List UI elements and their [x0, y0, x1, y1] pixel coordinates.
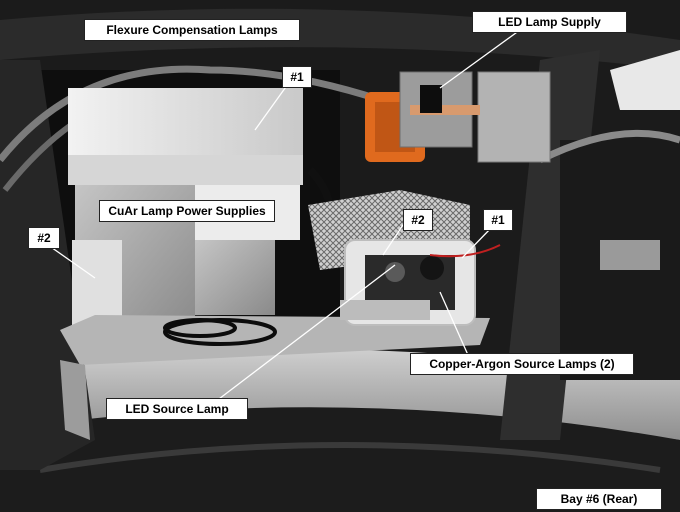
led-supply-unit [420, 85, 442, 113]
label-cuar-lamp-power-supplies: CuAr Lamp Power Supplies [99, 200, 275, 222]
label-cuar-1: #1 [483, 209, 513, 231]
label-copper-argon-source-lamps: Copper-Argon Source Lamps (2) [410, 353, 634, 375]
supply-lower-white [72, 240, 122, 330]
conduit-right [538, 129, 680, 164]
supply-top-white [68, 88, 303, 158]
leader-led-source [214, 264, 396, 403]
red-wire [429, 244, 501, 258]
leader-flexure-1 [254, 83, 289, 131]
lamp-1 [420, 256, 444, 280]
foam-top-right [610, 50, 680, 110]
label-flexure-1: #1 [282, 66, 312, 88]
coiled-cable-inner [163, 318, 237, 338]
leader-lines [47, 29, 521, 403]
supply-band [68, 155, 303, 185]
lamp-mount [340, 300, 430, 320]
label-led-source-lamp: LED Source Lamp [106, 398, 248, 420]
leader-flexure-2 [47, 244, 96, 279]
ring-highlight [39, 442, 661, 473]
leader-led-supply [439, 29, 521, 89]
lamp-2 [385, 262, 405, 282]
supply-right-alu [195, 240, 275, 315]
label-led-lamp-supply: LED Lamp Supply [472, 11, 627, 33]
junction-box [477, 71, 551, 163]
label-flexure-compensation-lamps: Flexure Compensation Lamps [84, 19, 300, 41]
base-plate-edge [60, 360, 90, 440]
leader-cuar-2 [382, 224, 404, 256]
label-bay-6-rear: Bay #6 (Rear) [536, 488, 662, 510]
label-flexure-2: #2 [28, 227, 60, 249]
label-cuar-2: #2 [403, 209, 433, 231]
leader-cuar-1 [461, 225, 494, 259]
metal-strap [410, 105, 480, 115]
conduit-top [0, 65, 412, 163]
right-bracket [600, 240, 660, 270]
leader-copper-argon [439, 291, 469, 356]
